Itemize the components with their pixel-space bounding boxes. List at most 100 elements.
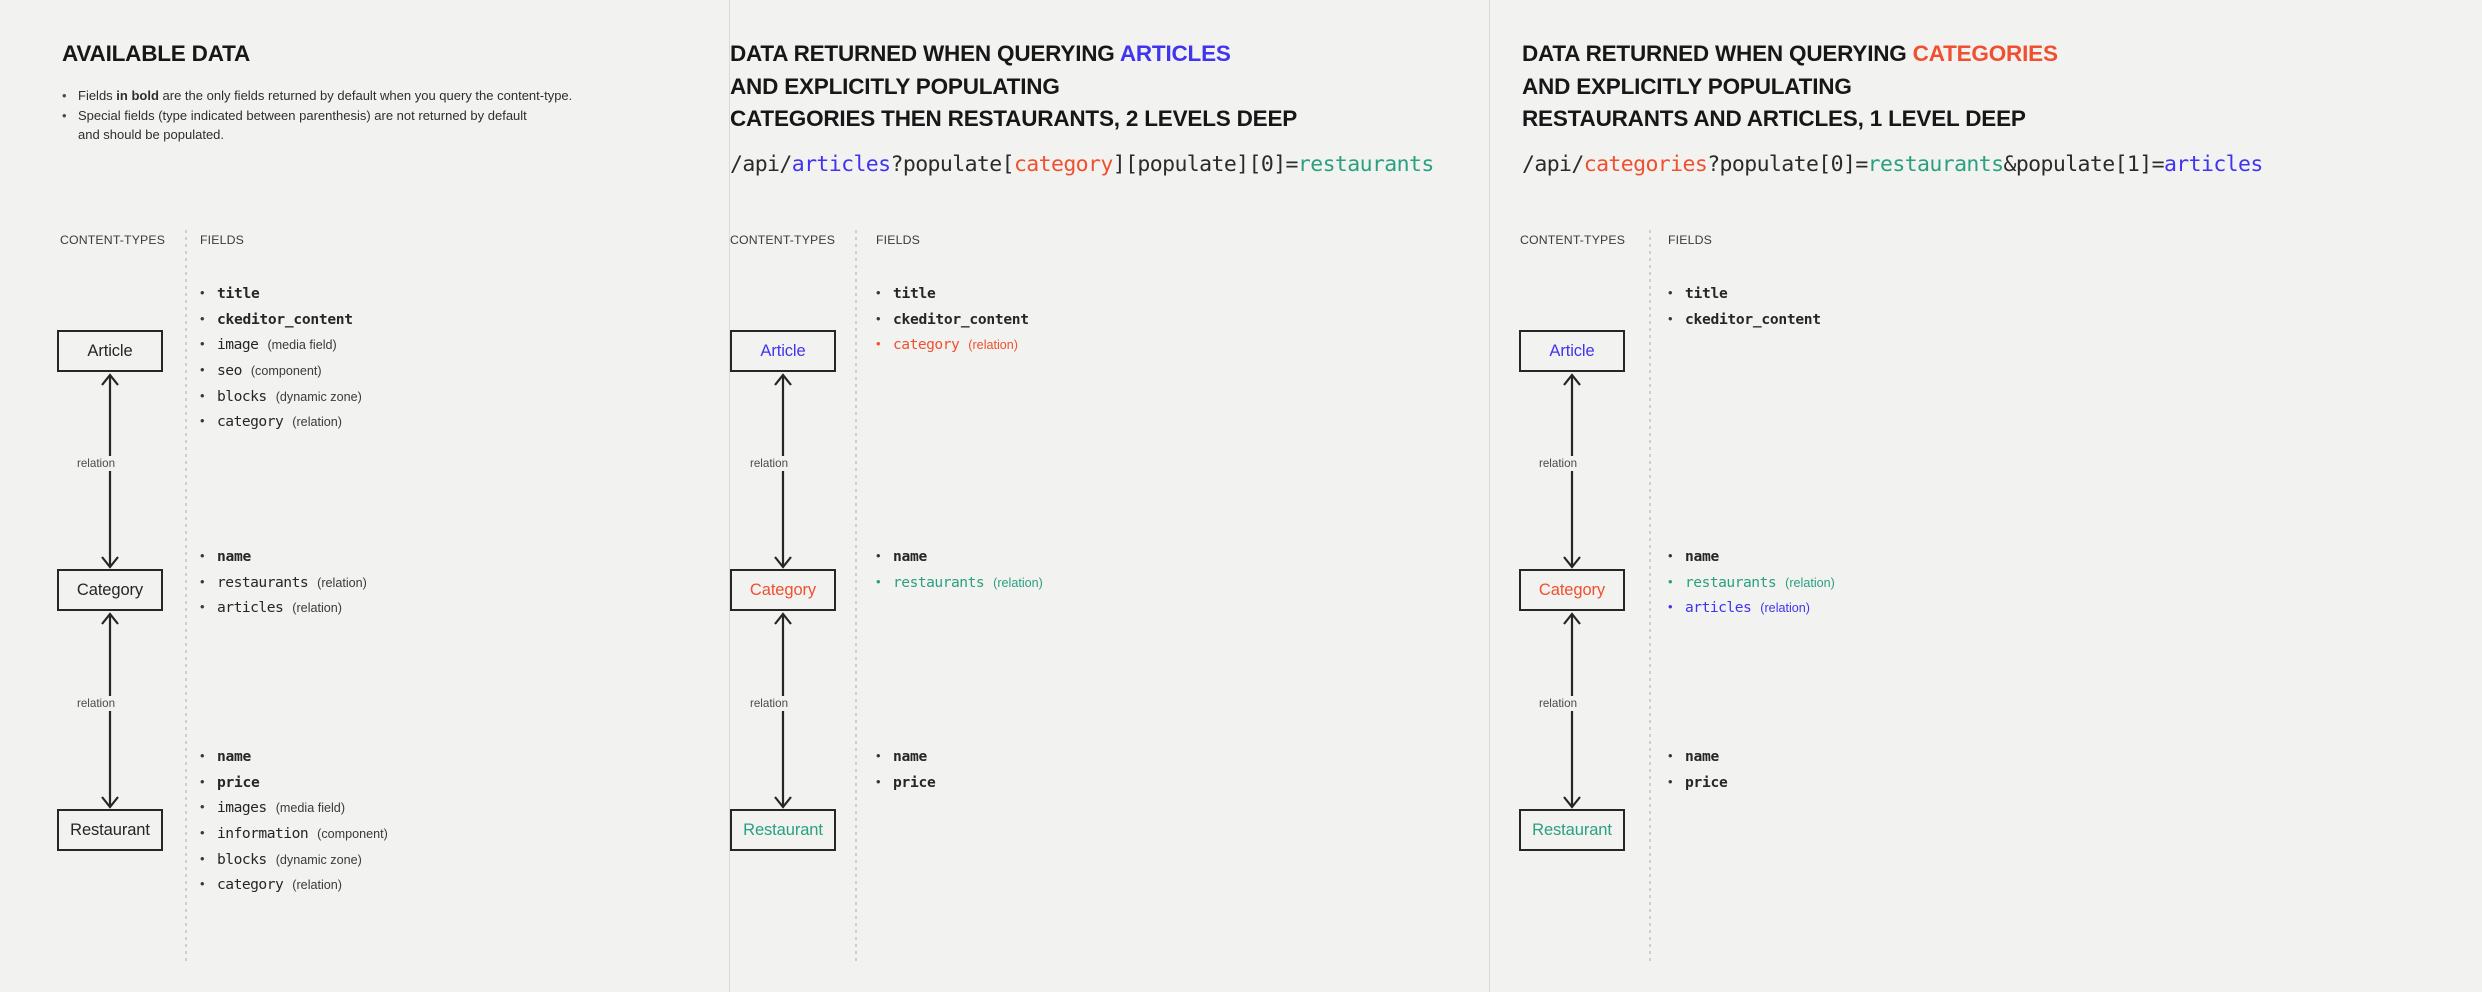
heading-line-3: CATEGORIES THEN RESTAURANTS, 2 LEVELS DE… [730,106,1298,131]
bullet-dot-icon: • [200,799,205,815]
field-row: •images(media field) [200,799,388,825]
url-segment: restaurants [1867,152,2004,177]
intro-bullet-2-continuation: and should be populated. [62,125,622,145]
panel-heading: DATA RETURNED WHEN QUERYING ARTICLES AND… [730,38,1297,136]
node-restaurant[interactable]: Restaurant [1519,809,1625,851]
field-name: name [217,548,251,565]
node-article[interactable]: Article [57,330,163,372]
url-segment: /api/ [1522,152,1584,177]
field-name: price [217,773,260,791]
field-type: (component) [250,364,322,379]
bullet-dot-icon: • [62,107,67,123]
field-row: •restaurants(relation) [876,574,1043,600]
bullet-dot-icon: • [200,310,205,326]
intro-bullet-2-text: Special fields (type indicated between p… [78,107,527,123]
field-row: •category(relation) [200,413,362,439]
dotted-separator [855,230,857,965]
node-category[interactable]: Category [57,569,163,611]
node-article[interactable]: Article [1519,330,1625,372]
heading-line-2: AND EXPLICITLY POPULATING [730,73,1060,99]
field-list-article: •title•ckeditor_content•category(relatio… [876,285,1029,362]
node-restaurant-label: Restaurant [1532,820,1612,839]
field-list-category: •name•restaurants(relation)•articles(rel… [200,548,367,625]
field-row: •restaurants(relation) [1668,574,1835,600]
relation-arrow-article-category [768,372,798,570]
bullet-dot-icon: • [200,573,205,589]
bullet-dot-icon: • [876,548,881,563]
field-type: (dynamic zone) [275,389,362,404]
node-category[interactable]: Category [1519,569,1625,611]
relation-label-2: relation [74,696,119,711]
field-type: (relation) [1760,601,1810,616]
field-name: category [217,413,284,431]
field-name: title [893,285,936,302]
panel-divider-1 [729,0,730,992]
node-category-label: Category [76,580,144,599]
field-type: (media field) [275,801,346,816]
field-row: •title [1668,285,1821,311]
field-row: •restaurants(relation) [200,574,367,600]
field-row: •title [200,285,362,311]
bullet-dot-icon: • [876,285,881,300]
intro-bullet-2-text-cont: and should be populated. [78,127,225,142]
column-header-fields: FIELDS [200,233,244,247]
field-row: •information(component) [200,825,388,851]
bullet-dot-icon: • [876,336,881,352]
api-url[interactable]: /api/articles?populate[category][populat… [730,152,1434,177]
field-row: •name [1668,548,1835,574]
relation-label-1: relation [747,456,792,471]
node-article[interactable]: Article [730,330,836,372]
bullet-dot-icon: • [876,573,881,589]
bullet-dot-icon: • [200,773,205,789]
field-type: (component) [317,827,388,842]
relation-label-1: relation [74,456,119,471]
node-restaurant-label: Restaurant [743,820,823,839]
field-row: •image(media field) [200,336,362,362]
field-name: category [893,336,960,354]
field-type: (relation) [993,575,1043,590]
page-title-text: AVAILABLE DATA [62,41,251,66]
field-name: articles [217,599,284,617]
node-category-label: Category [749,580,817,599]
page-title: AVAILABLE DATA [62,38,250,71]
node-article-label: Article [760,341,806,360]
field-row: •price [876,774,936,800]
bullet-dot-icon: • [200,748,205,763]
url-segment: category [1013,152,1113,177]
bullet-dot-icon: • [200,599,205,615]
field-name: title [1685,285,1728,302]
relation-label-1: relation [1536,456,1581,471]
heading-accent: ARTICLES [1119,41,1231,66]
panel-heading: DATA RETURNED WHEN QUERYING CATEGORIES A… [1522,38,2058,136]
node-category-label: Category [1538,580,1606,599]
relation-label-2: relation [1536,696,1581,711]
node-category[interactable]: Category [730,569,836,611]
field-list-article: •title•ckeditor_content [1668,285,1821,336]
bullet-dot-icon: • [1668,748,1673,763]
heading-line-1: DATA RETURNED WHEN QUERYING ARTICLES [730,41,1231,66]
field-type: (media field) [267,338,337,353]
url-segment: restaurants [1297,152,1434,177]
column-header-fields: FIELDS [1668,233,1712,247]
field-name: restaurants [217,573,309,591]
url-segment: articles [2163,152,2263,177]
bullet-dot-icon: • [200,362,205,378]
field-list-restaurant: •name•price [1668,748,1728,799]
bullet-dot-icon: • [1668,573,1673,589]
api-url[interactable]: /api/categories?populate[0]=restaurants&… [1522,152,2263,177]
node-restaurant[interactable]: Restaurant [57,809,163,851]
field-name: title [217,285,260,302]
field-list-category: •name•restaurants(relation)•articles(rel… [1668,548,1835,625]
field-name: name [1685,748,1719,765]
relation-label-2: relation [747,696,792,711]
field-list-restaurant: •name•price•images(media field)•informat… [200,748,388,902]
node-restaurant[interactable]: Restaurant [730,809,836,851]
field-row: •ckeditor_content [876,311,1029,337]
field-row: • name [1668,748,1727,774]
field-type: (relation) [968,338,1018,353]
field-list-category: •name•restaurants(relation) [876,548,1043,599]
column-header-content-types: CONTENT-TYPES [730,233,836,247]
intro-bullet-1-text: Fields in bold are the only fields retur… [78,88,573,103]
bullet-dot-icon: • [200,413,205,429]
